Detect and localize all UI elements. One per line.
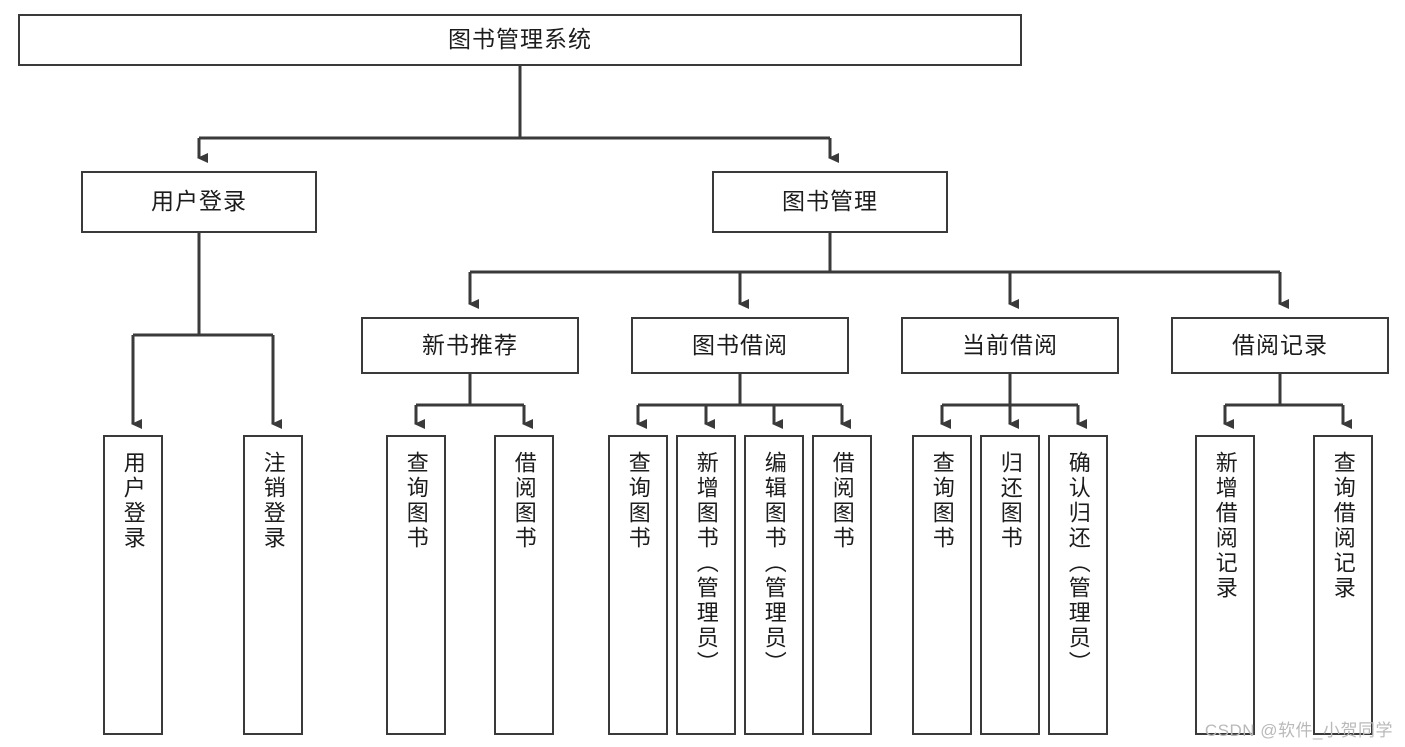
node-book-management[interactable]: 图书管理 xyxy=(712,171,948,233)
leaf-borrow-record-add-record[interactable]: 新增借阅记录 xyxy=(1195,435,1255,735)
node-book-borrow[interactable]: 图书借阅 xyxy=(631,317,849,374)
leaf-current-borrow-query-book[interactable]: 查询图书 xyxy=(912,435,972,735)
node-label: 查询图书 xyxy=(929,451,955,551)
node-label: 新增图书（管理员） xyxy=(693,451,719,676)
node-label: 查询图书 xyxy=(403,451,429,551)
node-label: 借阅图书 xyxy=(511,451,537,551)
node-label: 借阅记录 xyxy=(1232,331,1328,358)
node-label: 用户登录 xyxy=(151,188,247,215)
leaf-current-borrow-confirm-return-admin[interactable]: 确认归还（管理员） xyxy=(1048,435,1108,735)
node-user-login[interactable]: 用户登录 xyxy=(81,171,317,233)
watermark-text: CSDN @软件_小贺同学 xyxy=(1204,721,1393,740)
node-root-book-management-system[interactable]: 图书管理系统 xyxy=(18,14,1022,66)
node-label: 编辑图书（管理员） xyxy=(761,451,787,676)
node-label: 新增借阅记录 xyxy=(1212,451,1238,601)
node-label: 图书借阅 xyxy=(692,331,788,358)
leaf-borrow-record-query-record[interactable]: 查询借阅记录 xyxy=(1313,435,1373,735)
node-label: 查询图书 xyxy=(625,451,651,551)
node-label: 当前借阅 xyxy=(962,331,1058,358)
leaf-book-borrow-edit-book-admin[interactable]: 编辑图书（管理员） xyxy=(744,435,804,735)
node-label: 确认归还（管理员） xyxy=(1065,451,1091,676)
leaf-user-login-logout[interactable]: 注销登录 xyxy=(243,435,303,735)
node-label: 图书管理 xyxy=(782,188,878,215)
leaf-current-borrow-return-book[interactable]: 归还图书 xyxy=(980,435,1040,735)
node-label: 图书管理系统 xyxy=(448,26,592,53)
leaf-book-borrow-query-book[interactable]: 查询图书 xyxy=(608,435,668,735)
node-label: 新书推荐 xyxy=(422,331,518,358)
node-borrow-record[interactable]: 借阅记录 xyxy=(1171,317,1389,374)
leaf-book-borrow-borrow-book[interactable]: 借阅图书 xyxy=(812,435,872,735)
node-label: 用户登录 xyxy=(120,451,146,551)
node-label: 注销登录 xyxy=(260,451,286,551)
node-label: 查询借阅记录 xyxy=(1330,451,1356,601)
leaf-user-login-login[interactable]: 用户登录 xyxy=(103,435,163,735)
node-label: 归还图书 xyxy=(997,451,1023,551)
leaf-book-borrow-add-book-admin[interactable]: 新增图书（管理员） xyxy=(676,435,736,735)
node-new-book-recommend[interactable]: 新书推荐 xyxy=(361,317,579,374)
leaf-new-book-borrow-book[interactable]: 借阅图书 xyxy=(494,435,554,735)
node-label: 借阅图书 xyxy=(829,451,855,551)
node-current-borrow[interactable]: 当前借阅 xyxy=(901,317,1119,374)
leaf-new-book-query-book[interactable]: 查询图书 xyxy=(386,435,446,735)
